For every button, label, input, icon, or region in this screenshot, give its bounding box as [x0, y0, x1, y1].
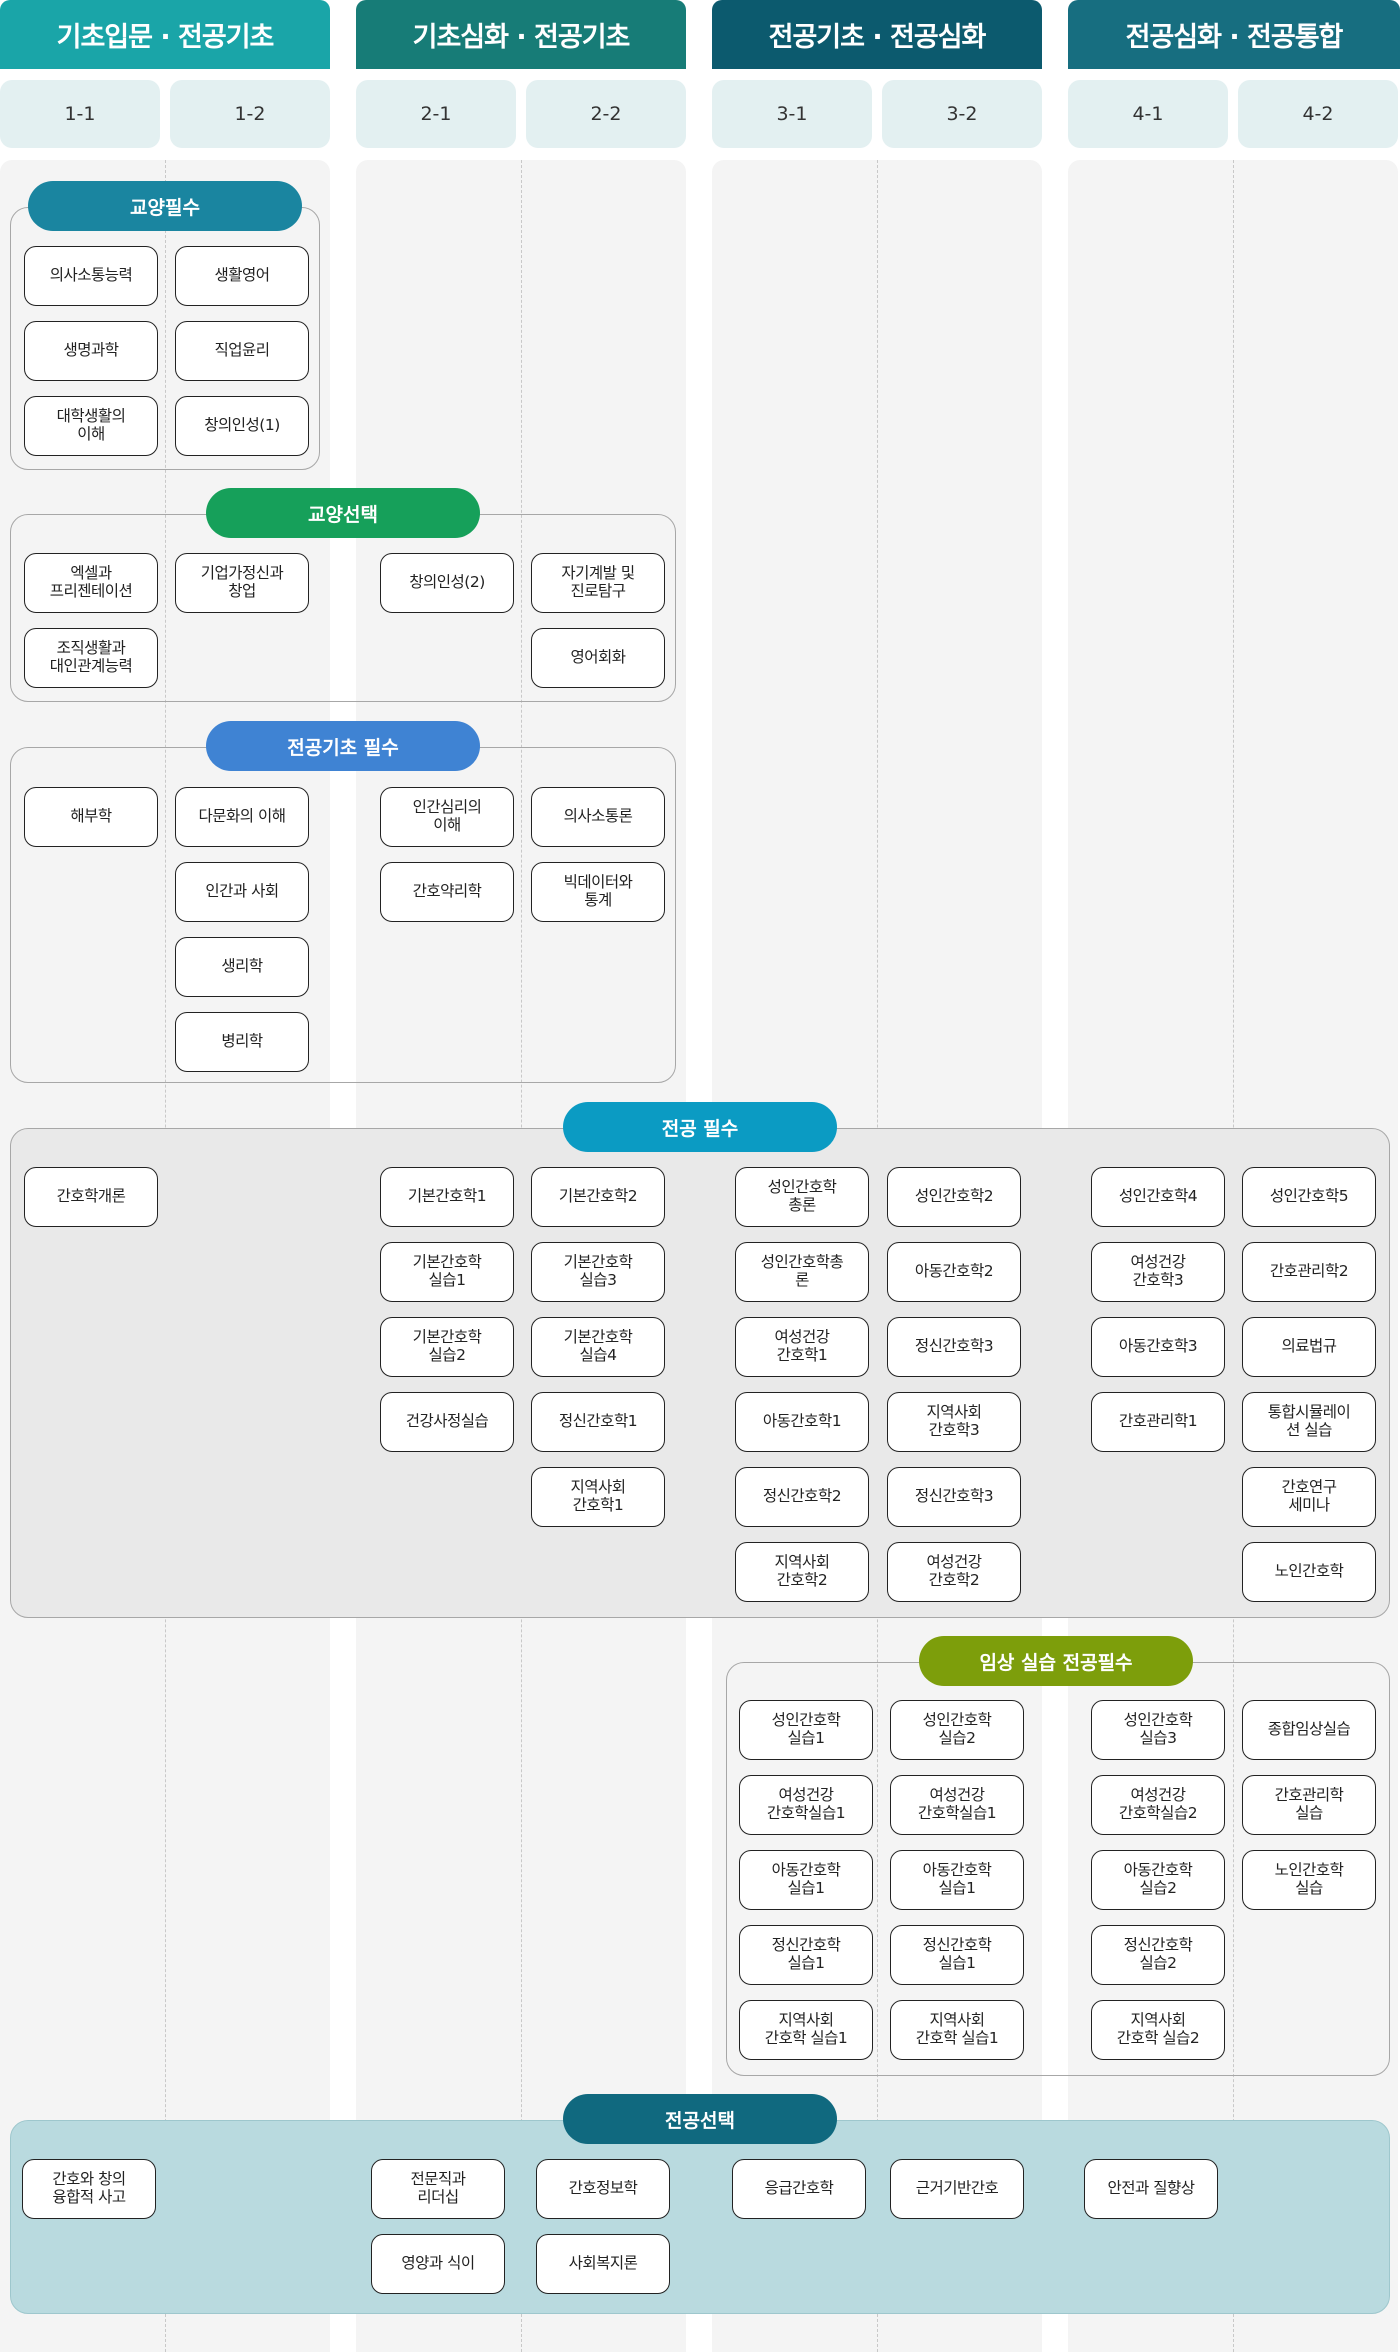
course-box[interactable]: 직업윤리 [175, 321, 309, 381]
course-box[interactable]: 기본간호학 실습3 [531, 1242, 665, 1302]
semester-label: 1-1 [0, 80, 160, 148]
course-box[interactable]: 인간심리의 이해 [380, 787, 514, 847]
course-box[interactable]: 아동간호학1 [735, 1392, 869, 1452]
course-box[interactable]: 간호정보학 [536, 2159, 670, 2219]
semester-label: 1-2 [170, 80, 330, 148]
course-box[interactable]: 기본간호학 실습1 [380, 1242, 514, 1302]
group-label-major-elective: 전공선택 [563, 2094, 837, 2144]
course-box[interactable]: 아동간호학 실습2 [1091, 1850, 1225, 1910]
phase-header-year4: 전공심화 · 전공통합 [1068, 0, 1400, 69]
course-box[interactable]: 간호연구 세미나 [1242, 1467, 1376, 1527]
course-box[interactable]: 아동간호학 실습1 [739, 1850, 873, 1910]
semester-label: 2-1 [356, 80, 516, 148]
course-box[interactable]: 기본간호학 실습4 [531, 1317, 665, 1377]
course-box[interactable]: 자기계발 및 진로탐구 [531, 553, 665, 613]
course-box[interactable]: 간호관리학 실습 [1242, 1775, 1376, 1835]
semester-label: 4-1 [1068, 80, 1228, 148]
phase-header-year3: 전공기초 · 전공심화 [712, 0, 1042, 69]
course-box[interactable]: 통합시뮬레이 션 실습 [1242, 1392, 1376, 1452]
course-box[interactable]: 아동간호학2 [887, 1242, 1021, 1302]
course-box[interactable]: 성인간호학 총론 [735, 1167, 869, 1227]
course-box[interactable]: 노인간호학 [1242, 1542, 1376, 1602]
course-box[interactable]: 정신간호학 실습1 [890, 1925, 1024, 1985]
course-box[interactable]: 여성건강 간호학3 [1091, 1242, 1225, 1302]
course-box[interactable]: 기본간호학2 [531, 1167, 665, 1227]
group-label-major-basic-required: 전공기초 필수 [206, 721, 480, 771]
course-box[interactable]: 다문화의 이해 [175, 787, 309, 847]
course-box[interactable]: 지역사회 간호학3 [887, 1392, 1021, 1452]
course-box[interactable]: 근거기반간호 [890, 2159, 1024, 2219]
course-box[interactable]: 건강사정실습 [380, 1392, 514, 1452]
course-box[interactable]: 의사소통론 [531, 787, 665, 847]
course-box[interactable]: 성인간호학4 [1091, 1167, 1225, 1227]
group-label-liberal-required: 교양필수 [28, 181, 302, 231]
course-box[interactable]: 여성건강 간호학실습2 [1091, 1775, 1225, 1835]
course-box[interactable]: 간호와 창의 융합적 사고 [22, 2159, 156, 2219]
group-label-major-required: 전공 필수 [563, 1102, 837, 1152]
course-box[interactable]: 아동간호학3 [1091, 1317, 1225, 1377]
course-box[interactable]: 의사소통능력 [24, 246, 158, 306]
course-box[interactable]: 해부학 [24, 787, 158, 847]
course-box[interactable]: 조직생활과 대인관계능력 [24, 628, 158, 688]
course-box[interactable]: 안전과 질향상 [1084, 2159, 1218, 2219]
course-box[interactable]: 창의인성(2) [380, 553, 514, 613]
course-box[interactable]: 빅데이터와 통계 [531, 862, 665, 922]
course-box[interactable]: 지역사회 간호학2 [735, 1542, 869, 1602]
course-box[interactable]: 기본간호학 실습2 [380, 1317, 514, 1377]
course-box[interactable]: 의료법규 [1242, 1317, 1376, 1377]
course-box[interactable]: 성인간호학 실습1 [739, 1700, 873, 1760]
course-box[interactable]: 여성건강 간호학2 [887, 1542, 1021, 1602]
semester-label: 2-2 [526, 80, 686, 148]
group-label-clinical-practice: 임상 실습 전공필수 [919, 1636, 1193, 1686]
course-box[interactable]: 정신간호학3 [887, 1317, 1021, 1377]
course-box[interactable]: 영어회화 [531, 628, 665, 688]
course-box[interactable]: 지역사회 간호학1 [531, 1467, 665, 1527]
semester-label: 3-1 [712, 80, 872, 148]
course-box[interactable]: 간호관리학1 [1091, 1392, 1225, 1452]
course-box[interactable]: 정신간호학 실습2 [1091, 1925, 1225, 1985]
course-box[interactable]: 간호학개론 [24, 1167, 158, 1227]
semester-label: 3-2 [882, 80, 1042, 148]
group-label-liberal-elective: 교양선택 [206, 488, 480, 538]
course-box[interactable]: 간호약리학 [380, 862, 514, 922]
course-box[interactable]: 간호관리학2 [1242, 1242, 1376, 1302]
course-box[interactable]: 대학생활의 이해 [24, 396, 158, 456]
course-box[interactable]: 창의인성(1) [175, 396, 309, 456]
course-box[interactable]: 성인간호학 실습2 [890, 1700, 1024, 1760]
course-box[interactable]: 정신간호학2 [735, 1467, 869, 1527]
course-box[interactable]: 여성건강 간호학1 [735, 1317, 869, 1377]
course-box[interactable]: 영양과 식이 [371, 2234, 505, 2294]
course-box[interactable]: 여성건강 간호학실습1 [890, 1775, 1024, 1835]
course-box[interactable]: 성인간호학 실습3 [1091, 1700, 1225, 1760]
course-box[interactable]: 종합임상실습 [1242, 1700, 1376, 1760]
phase-header-year1: 기초입문 · 전공기초 [0, 0, 330, 69]
course-box[interactable]: 기업가정신과 창업 [175, 553, 309, 613]
course-box[interactable]: 생리학 [175, 937, 309, 997]
course-box[interactable]: 사회복지론 [536, 2234, 670, 2294]
course-box[interactable]: 응급간호학 [732, 2159, 866, 2219]
course-box[interactable]: 생활영어 [175, 246, 309, 306]
course-box[interactable]: 성인간호학2 [887, 1167, 1021, 1227]
course-box[interactable]: 전문직과 리더십 [371, 2159, 505, 2219]
course-box[interactable]: 정신간호학3 [887, 1467, 1021, 1527]
course-box[interactable]: 병리학 [175, 1012, 309, 1072]
course-box[interactable]: 노인간호학 실습 [1242, 1850, 1376, 1910]
course-box[interactable]: 지역사회 간호학 실습2 [1091, 2000, 1225, 2060]
course-box[interactable]: 성인간호학5 [1242, 1167, 1376, 1227]
phase-header-year2: 기초심화 · 전공기초 [356, 0, 686, 69]
course-box[interactable]: 여성건강 간호학실습1 [739, 1775, 873, 1835]
course-box[interactable]: 아동간호학 실습1 [890, 1850, 1024, 1910]
course-box[interactable]: 생명과학 [24, 321, 158, 381]
course-box[interactable]: 성인간호학총 론 [735, 1242, 869, 1302]
course-box[interactable]: 기본간호학1 [380, 1167, 514, 1227]
semester-label: 4-2 [1238, 80, 1398, 148]
course-box[interactable]: 인간과 사회 [175, 862, 309, 922]
course-box[interactable]: 지역사회 간호학 실습1 [890, 2000, 1024, 2060]
course-box[interactable]: 정신간호학 실습1 [739, 1925, 873, 1985]
course-box[interactable]: 정신간호학1 [531, 1392, 665, 1452]
course-box[interactable]: 지역사회 간호학 실습1 [739, 2000, 873, 2060]
course-box[interactable]: 엑셀과 프리젠테이션 [24, 553, 158, 613]
